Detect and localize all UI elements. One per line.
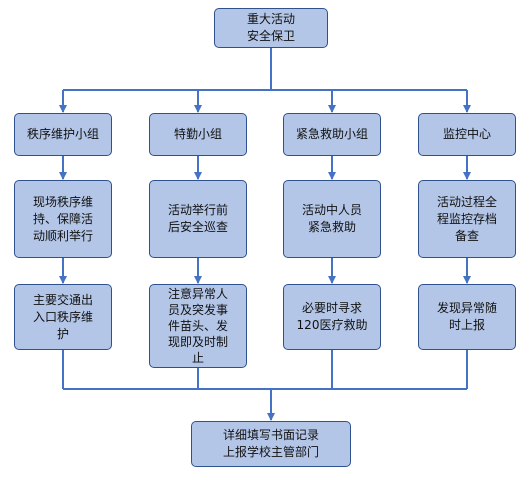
group-title-order: 秩序维护小组 [14,113,112,156]
root-node: 重大活动 安全保卫 [214,8,328,48]
group-title-monitoring-center: 监控中心 [418,113,516,156]
group-duty-order: 现场秩序维 持、保障活 动顺利举行 [14,180,112,258]
final-node: 详细填写书面记录 上报学校主管部门 [191,421,351,467]
group-action-order: 主要交通出 入口秩序维 护 [14,284,112,350]
group-action-special-duty: 注意异常人 员及突发事 件苗头、发 现即及时制 止 [149,284,247,368]
group-title-emergency-rescue: 紧急救助小组 [283,113,381,156]
group-duty-monitoring-center: 活动过程全 程监控存档 备查 [418,180,516,258]
group-duty-special-duty: 活动举行前 后安全巡查 [149,180,247,258]
group-duty-emergency-rescue: 活动中人员 紧急救助 [283,180,381,258]
group-title-special-duty: 特勤小组 [149,113,247,156]
group-action-monitoring-center: 发现异常随 时上报 [418,284,516,350]
group-action-emergency-rescue: 必要时寻求 120医疗救助 [283,284,381,350]
